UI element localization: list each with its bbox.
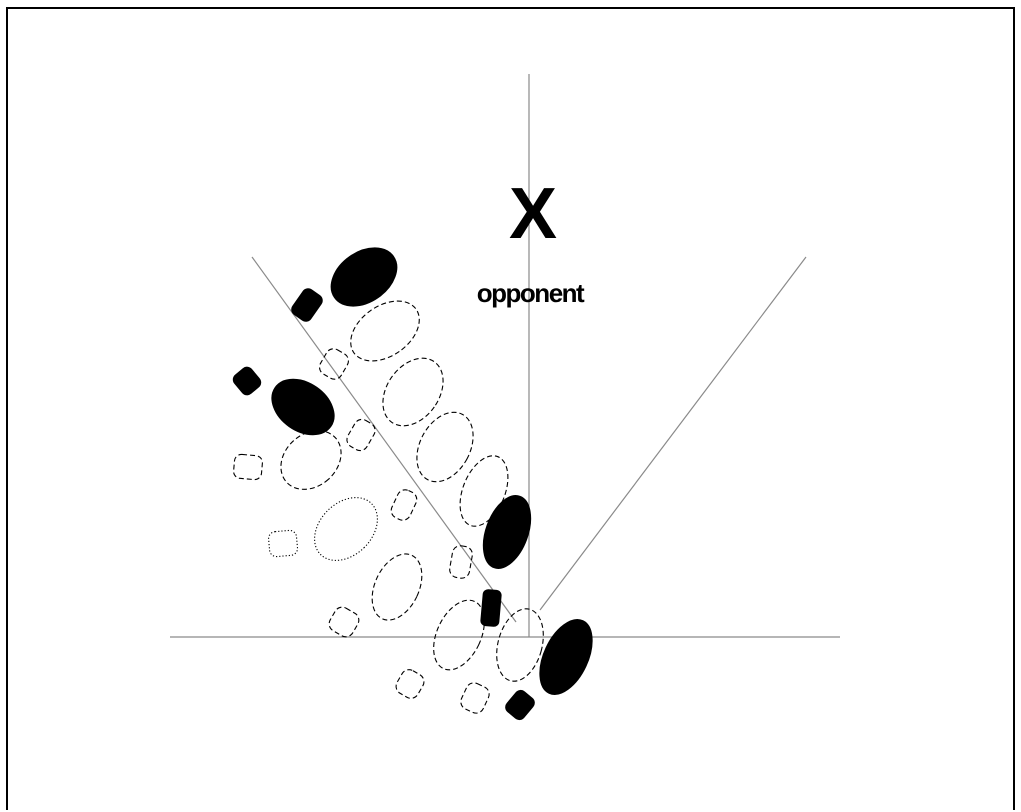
- footprint-heel-dashed: [448, 545, 473, 580]
- left-diagonal-guide-line: [252, 257, 516, 622]
- footprint-heel-dashed: [389, 487, 420, 523]
- footprint-heel-dashed: [326, 604, 362, 640]
- footprint-heel-dashed: [233, 454, 263, 480]
- footprint-heel-dotted: [268, 530, 298, 557]
- footprint-heel-solid: [503, 688, 537, 722]
- footprint-ball-solid: [529, 611, 603, 702]
- opponent-marker: X: [509, 174, 557, 254]
- footprint-ball-dashed: [362, 546, 431, 628]
- right-diagonal-guide-line: [540, 257, 806, 610]
- footprint-ball-dashed: [406, 403, 485, 492]
- footprint-ball-solid: [320, 236, 408, 318]
- footprint-heel-dashed: [458, 680, 492, 716]
- footprint-ball-solid: [474, 489, 539, 575]
- footprint-heel-dashed: [317, 346, 352, 382]
- footprint-heel-solid: [289, 286, 324, 323]
- footprint-heel-solid: [480, 589, 501, 626]
- footprint-heel-solid: [231, 365, 263, 398]
- footprint-ball-dotted: [302, 485, 390, 573]
- footprint-ball-dashed: [370, 347, 455, 437]
- footprint-heel-dashed: [393, 667, 427, 702]
- footprint-heel-dashed: [344, 417, 378, 454]
- opponent-label: opponent: [477, 278, 585, 308]
